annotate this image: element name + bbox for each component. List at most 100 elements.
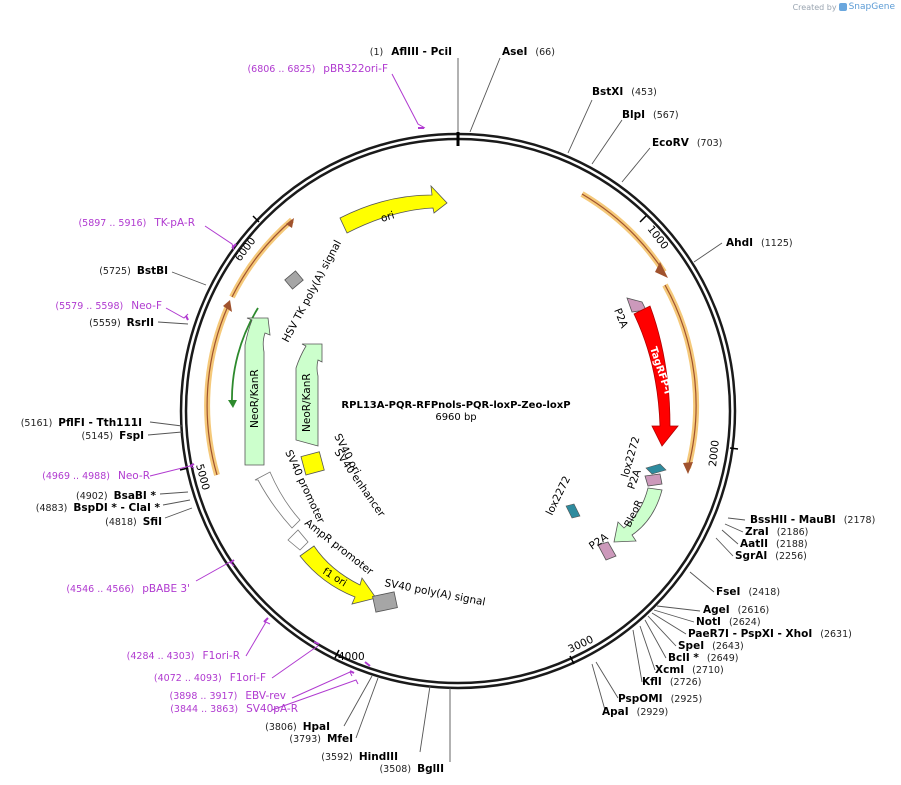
svg-text:EcoRV(703): EcoRV(703) <box>652 137 722 149</box>
site-pflfi-tth111i[interactable]: PflFI - Tth111I <box>58 417 142 429</box>
svg-text:BssHII - MauBI(2178): BssHII - MauBI(2178) <box>750 514 875 526</box>
svg-text:(3898 .. 3917)EBV-rev: (3898 .. 3917)EBV-rev <box>170 690 287 702</box>
primer-ebv-rev[interactable]: EBV-rev <box>245 690 286 702</box>
primer-pbr322ori-f[interactable]: pBR322ori-F <box>323 63 388 75</box>
site-leaders <box>147 57 746 762</box>
feature-sv40-polya-label: SV40 poly(A) signal <box>383 577 486 608</box>
site-kfli[interactable]: KflI <box>642 676 662 688</box>
svg-text:(3844 .. 3863)SV40pA-R: (3844 .. 3863)SV40pA-R <box>170 703 298 715</box>
svg-text:XcmI(2710): XcmI(2710) <box>655 664 724 676</box>
primer-f1ori-r[interactable]: F1ori-R <box>203 650 240 662</box>
svg-text:BlpI(567): BlpI(567) <box>622 109 679 121</box>
site-xcmi[interactable]: XcmI <box>655 664 684 676</box>
site-spei[interactable]: SpeI <box>678 640 704 652</box>
site-hindiii[interactable]: HindIII <box>359 751 398 763</box>
svg-text:(3592)HindIII: (3592)HindIII <box>321 751 398 763</box>
site-ahdi[interactable]: AhdI <box>726 237 753 249</box>
svg-text:(3806)HpaI: (3806)HpaI <box>265 721 330 733</box>
site-ecorv[interactable]: EcoRV <box>652 137 690 149</box>
svg-text:BclI *(2649): BclI *(2649) <box>668 652 738 664</box>
feature-sv40-polya[interactable]: SV40 poly(A) signal <box>372 577 487 613</box>
site-bglii[interactable]: BglII <box>417 763 444 775</box>
svg-text:(4072 .. 4093)F1ori-F: (4072 .. 4093)F1ori-F <box>154 672 266 684</box>
snapgene-brand: SnapGene <box>848 2 895 12</box>
feature-bleor[interactable]: BleoR <box>613 487 663 543</box>
svg-text:SgrAI(2256): SgrAI(2256) <box>735 550 807 562</box>
site-blpi[interactable]: BlpI <box>622 109 645 121</box>
svg-text:BstXI(453): BstXI(453) <box>592 86 657 98</box>
site-noti[interactable]: NotI <box>696 616 721 628</box>
svg-text:(6806 .. 6825)pBR322ori-F: (6806 .. 6825)pBR322ori-F <box>247 63 388 75</box>
svg-text:AhdI(1125): AhdI(1125) <box>726 237 793 249</box>
tick-2000: 2000 <box>707 439 722 467</box>
feature-hsv-tk-polya-label: HSV TK poly(A) signal <box>280 238 344 344</box>
feature-ori[interactable]: ori <box>339 184 448 234</box>
svg-text:AseI(66): AseI(66) <box>502 46 555 58</box>
site-paer7i-pspxi-xhoi[interactable]: PaeR7I - PspXI - XhoI <box>688 628 812 640</box>
site-bstbi[interactable]: BstBI <box>137 265 168 277</box>
primer-neo-r[interactable]: Neo-R <box>118 470 150 482</box>
svg-text:(3508)BglII: (3508)BglII <box>379 763 444 775</box>
feature-neor-kanr-outer[interactable]: NeoR/KanR <box>244 317 271 466</box>
primer-pbabe-3[interactable]: pBABE 3' <box>142 583 190 595</box>
site-sgrai[interactable]: SgrAI <box>735 550 767 562</box>
svg-text:ApaI(2929): ApaI(2929) <box>602 706 668 718</box>
svg-text:(4818)SfiI: (4818)SfiI <box>105 516 162 528</box>
site-sfii[interactable]: SfiI <box>143 516 162 528</box>
svg-text:AgeI(2616): AgeI(2616) <box>703 604 769 616</box>
svg-text:(4902)BsaBI *: (4902)BsaBI * <box>76 490 156 502</box>
site-labels-right: AseI(66) BstXI(453) BlpI(567) EcoRV(703)… <box>502 46 875 718</box>
svg-text:(5145)FspI: (5145)FspI <box>82 430 144 442</box>
primer-labels: (6806 .. 6825)pBR322ori-F (5897 .. 5916)… <box>42 63 388 715</box>
site-afliii-pcii[interactable]: AflIII - PciI <box>391 46 452 58</box>
feature-neor-kanr-inner[interactable]: NeoR/KanR <box>295 343 323 447</box>
feature-p2a-3[interactable]: P2A <box>587 531 617 561</box>
svg-text:ZraI(2186): ZraI(2186) <box>745 526 808 538</box>
feature-lox2272-2[interactable]: lox2272 <box>544 474 581 519</box>
svg-text:(4284 .. 4303)F1ori-R: (4284 .. 4303)F1ori-R <box>127 650 240 662</box>
site-bstxi[interactable]: BstXI <box>592 86 623 98</box>
svg-text:(3793)MfeI: (3793)MfeI <box>289 733 353 745</box>
primer-neo-f[interactable]: Neo-F <box>131 300 162 312</box>
svg-text:AatII(2188): AatII(2188) <box>740 538 808 550</box>
svg-text:(5897 .. 5916)TK-pA-R: (5897 .. 5916)TK-pA-R <box>78 217 195 229</box>
site-labels-left: (1)AflIII - PciI (3508)BglII (3592)HindI… <box>21 46 452 775</box>
site-bsabi[interactable]: BsaBI * <box>114 490 157 502</box>
svg-text:(5559)RsrII: (5559)RsrII <box>89 317 154 329</box>
site-bcli[interactable]: BclI * <box>668 652 699 664</box>
svg-text:SpeI(2643): SpeI(2643) <box>678 640 744 652</box>
created-by-text: Created by <box>792 2 837 12</box>
site-bspdi-clai[interactable]: BspDI * - ClaI * <box>73 502 160 514</box>
tick-marks <box>179 215 739 665</box>
site-hpai[interactable]: HpaI <box>303 721 330 733</box>
site-agei[interactable]: AgeI <box>703 604 730 616</box>
primer-sv40pa-r[interactable]: SV40pA-R <box>246 703 298 715</box>
tick-4000: 4000 <box>338 651 365 663</box>
created-by-snapgene: Created by SnapGene <box>793 2 895 12</box>
primer-marks <box>185 127 424 674</box>
feature-hsv-tk-polya[interactable]: HSV TK poly(A) signal <box>280 238 344 344</box>
site-pspomi[interactable]: PspOMI <box>618 693 663 705</box>
svg-text:(5725)BstBI: (5725)BstBI <box>99 265 168 277</box>
feature-tagrfp-t[interactable]: TagRFP-T <box>633 305 679 447</box>
primer-f1ori-f[interactable]: F1ori-F <box>230 672 266 684</box>
svg-text:(4969 .. 4988)Neo-R: (4969 .. 4988)Neo-R <box>42 470 150 482</box>
site-asei[interactable]: AseI <box>502 46 527 58</box>
site-aatii[interactable]: AatII <box>740 538 768 550</box>
site-rsrii[interactable]: RsrII <box>127 317 154 329</box>
svg-text:(1)AflIII - PciI: (1)AflIII - PciI <box>370 46 452 58</box>
site-apai[interactable]: ApaI <box>602 706 629 718</box>
site-fsei[interactable]: FseI <box>716 586 740 598</box>
feature-sv40-enhancer[interactable]: SV40 enhancer <box>332 447 388 520</box>
plasmid-length: 6960 bp <box>435 412 476 423</box>
site-fspi[interactable]: FspI <box>119 430 144 442</box>
plasmid-name: RPL13A-PQR-RFPnols-PQR-loxP-Zeo-loxP <box>341 400 570 411</box>
plasmid-backbone <box>179 132 737 690</box>
feature-p2a-1-label: P2A <box>611 307 630 331</box>
primer-tk-pa-r[interactable]: TK-pA-R <box>153 217 195 229</box>
svg-text:(5579 .. 5598)Neo-F: (5579 .. 5598)Neo-F <box>55 300 162 312</box>
site-zrai[interactable]: ZraI <box>745 526 769 538</box>
site-bsshii-maubi[interactable]: BssHII - MauBI <box>750 514 836 526</box>
site-mfei[interactable]: MfeI <box>327 733 353 745</box>
